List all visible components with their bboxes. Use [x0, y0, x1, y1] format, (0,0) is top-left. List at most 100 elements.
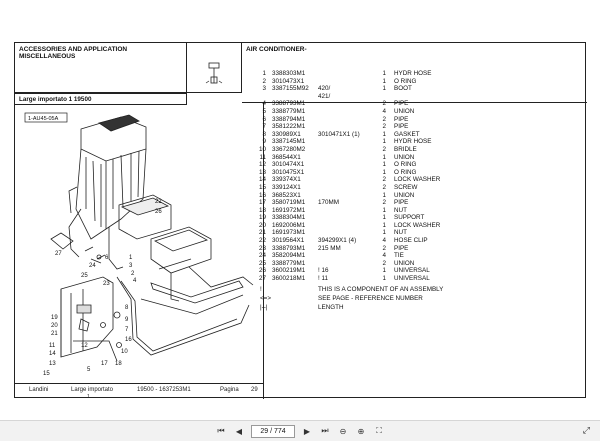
cab-illustration [50, 114, 254, 362]
parts-description: UNION [394, 153, 415, 161]
next-page-icon[interactable]: ▶ [303, 426, 311, 436]
parts-ref: 4 [262, 100, 266, 108]
parts-ref: 21 [258, 229, 266, 237]
parts-number: 3600218M1 [272, 275, 306, 283]
section-title: ACCESSORIES AND APPLICATION MISCELLANEOU… [19, 46, 128, 60]
parts-ref: 3 [262, 85, 266, 93]
callout-2: 2 [131, 271, 135, 277]
parts-note: ! 16 [318, 267, 329, 275]
parts-ref: 12 [258, 161, 266, 169]
fit-page-icon[interactable]: ⛶ [376, 426, 382, 435]
parts-ref: 16 [258, 191, 266, 199]
callout-8: 8 [125, 305, 129, 311]
parts-description: PIPE [394, 100, 409, 108]
parts-number: 368523X1 [272, 191, 301, 199]
parts-qty: 1 [382, 161, 386, 169]
callout-6: 6 [105, 255, 109, 261]
parts-ref: 18 [258, 206, 266, 214]
parts-ref: 14 [258, 176, 266, 184]
legend-row: ! THIS IS A COMPONENT OF AN ASSEMBLY [256, 285, 568, 294]
callout-25: 25 [81, 273, 88, 279]
parts-number: 3580719M1 [272, 199, 306, 207]
group-title-box: AIR CONDITIONER- [242, 43, 587, 103]
parts-description: SUPPORT [394, 214, 425, 222]
parts-description: BOOT [394, 85, 412, 93]
parts-qty: 1 [382, 77, 386, 85]
parts-description: PIPE [394, 123, 409, 131]
callout-3: 3 [129, 263, 133, 269]
parts-qty: 2 [382, 115, 386, 123]
parts-qty: 1 [382, 153, 386, 161]
parts-number: 339374X1 [272, 176, 301, 184]
parts-ref: 1 [262, 70, 266, 77]
parts-ref: 23 [258, 244, 266, 252]
parts-qty: 4 [382, 237, 386, 245]
parts-qty: 1 [382, 70, 386, 77]
parts-number: 1692006M1 [272, 221, 306, 229]
catalog-page: ACCESSORIES AND APPLICATION MISCELLANEOU… [14, 42, 587, 400]
model-line: Large importato 1 19500 [19, 96, 92, 103]
parts-number: 368544X1 [272, 153, 301, 161]
parts-ref: 7 [262, 123, 266, 131]
parts-ref: 10 [258, 145, 266, 153]
legend-symbol: ! [260, 286, 262, 293]
zoom-out-icon[interactable]: ⊖ [339, 426, 347, 436]
parts-number: 3010475X1 [272, 168, 305, 176]
parts-ref: 17 [258, 199, 266, 207]
footer-model-sub: 1 [87, 394, 90, 400]
parts-ref: 15 [258, 183, 266, 191]
parts-ref: 27 [258, 275, 266, 283]
parts-number: 3581222M1 [272, 123, 306, 131]
callout-14: 14 [49, 351, 56, 357]
parts-note: 420/ [318, 85, 331, 93]
footer-brand: Landini [29, 387, 49, 393]
last-page-icon[interactable]: ⏭ [321, 426, 329, 435]
parts-qty: 4 [382, 252, 386, 260]
zoom-in-icon[interactable]: ⊕ [357, 426, 365, 436]
parts-description: HYDR HOSE [394, 138, 432, 146]
first-page-icon[interactable]: ⏮ [217, 426, 225, 435]
parts-qty: 1 [382, 229, 386, 237]
parts-note: 170MM [318, 199, 339, 207]
parts-row: 421/ [256, 93, 568, 101]
parts-qty: 1 [382, 138, 386, 146]
parts-number: 330989X1 [272, 130, 301, 138]
parts-qty: 1 [382, 221, 386, 229]
callout-15: 15 [43, 371, 50, 377]
parts-qty: 1 [382, 130, 386, 138]
parts-description: LOCK WASHER [394, 221, 441, 229]
fullscreen-icon[interactable]: ⤢ [582, 425, 590, 435]
callout-7: 7 [125, 327, 129, 333]
parts-number: 3388794M1 [272, 115, 306, 123]
prev-page-icon[interactable]: ◀ [235, 426, 243, 436]
footer-page-number: 29 [251, 387, 258, 393]
callout-numbers: 22 26 27 25 24 6 23 1 3 2 4 19 20 21 11 … [43, 199, 162, 377]
parts-number: 3388303M1 [272, 70, 306, 77]
callout-5: 5 [87, 367, 91, 373]
legend-symbol: <=> [260, 295, 272, 302]
legend-text: THIS IS A COMPONENT OF AN ASSEMBLY [318, 286, 444, 293]
page-indicator-input[interactable]: 29 / 774 [251, 424, 295, 438]
footer-page-label: Pagina [220, 387, 239, 393]
parts-description: PIPE [394, 115, 409, 123]
parts-description: O RING [394, 168, 417, 176]
legend-text: LENGTH [318, 304, 344, 311]
parts-ref: 25 [258, 259, 266, 267]
parts-note: 3010471X1 (1) [318, 130, 360, 138]
parts-description: HOSE CLIP [394, 237, 428, 245]
parts-qty: 4 [382, 107, 386, 115]
legend-row: |--|LENGTH [256, 303, 568, 312]
legend-text: SEE PAGE - REFERENCE NUMBER [318, 295, 423, 302]
air-conditioner-icon [205, 62, 223, 84]
parts-description: UNIVERSAL [394, 275, 430, 283]
